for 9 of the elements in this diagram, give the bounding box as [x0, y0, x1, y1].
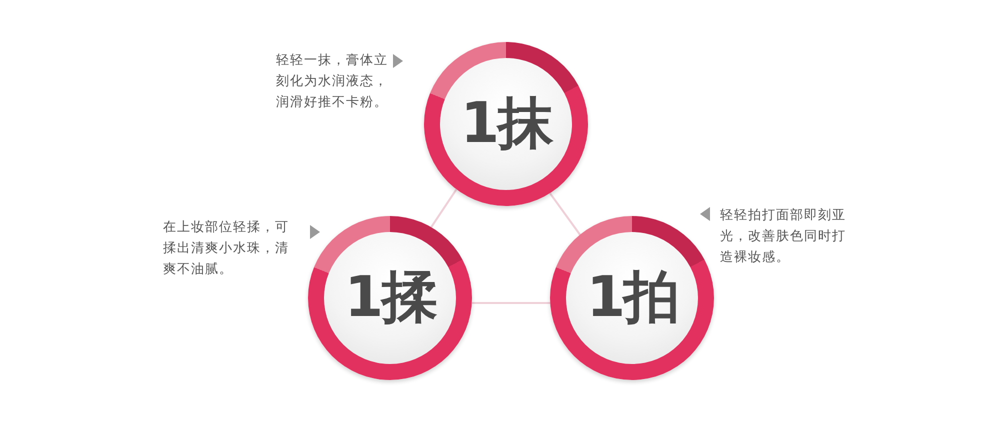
step-label: 1揉	[324, 232, 456, 364]
step-label: 1拍	[566, 232, 698, 364]
connector-line	[429, 188, 458, 230]
description-text: 轻轻一抹，膏体立刻化为水润液态，润滑好推不卡粉。	[276, 52, 389, 112]
description-text: 在上妆部位轻揉，可揉出清爽小水珠，清爽不油腻。	[163, 219, 290, 279]
step-label: 1抹	[440, 58, 572, 190]
connector-line	[549, 192, 582, 237]
description-text: 轻轻拍打面部即刻亚光，改善肤色同时打造裸妆感。	[720, 207, 847, 267]
connector-line	[472, 302, 552, 304]
